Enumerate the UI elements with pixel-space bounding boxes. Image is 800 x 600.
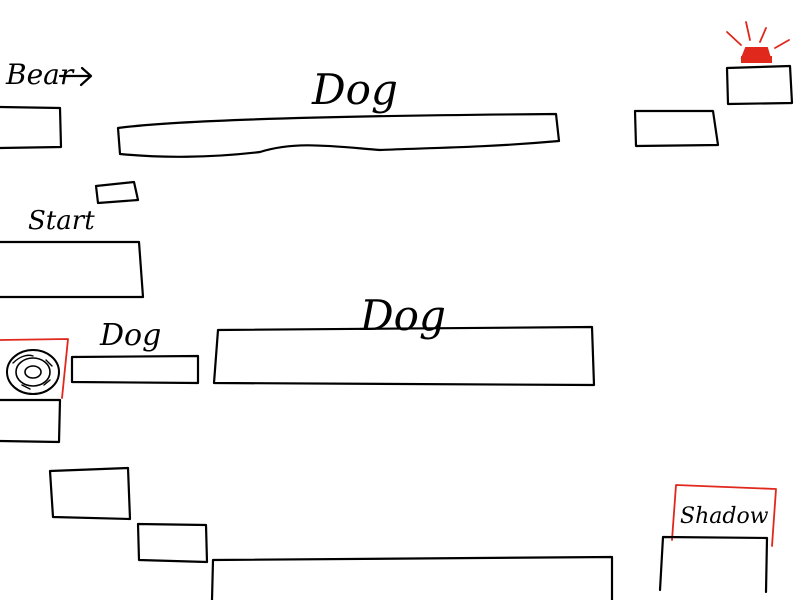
donut-ring-icon xyxy=(6,349,60,395)
arrow-right-icon xyxy=(58,66,93,87)
platform-start xyxy=(0,240,145,299)
dog-label-middle: Dog xyxy=(359,291,446,340)
platform-top-right xyxy=(633,109,720,148)
platform-bottom-floor xyxy=(210,555,614,600)
platform-dog-small xyxy=(70,354,200,385)
platform-shadow xyxy=(658,535,769,594)
siren-light-icon xyxy=(726,21,790,63)
dog-label-small: Dog xyxy=(99,318,161,353)
platform-top-left-ledge xyxy=(0,105,63,150)
platform-small-floating xyxy=(94,180,140,205)
shadow-label: Shadow xyxy=(680,504,769,529)
alarm-block xyxy=(725,64,794,106)
platform-stair-upper xyxy=(48,466,132,521)
start-label: Start xyxy=(28,206,95,236)
bear-label: Bear xyxy=(5,58,75,91)
platform-under-player xyxy=(0,398,62,444)
shadow-red-frame xyxy=(671,484,777,547)
platform-middle-long xyxy=(212,325,596,387)
player-red-frame xyxy=(0,338,69,399)
platform-stair-lower xyxy=(136,522,209,564)
platform-top-long xyxy=(116,112,561,158)
dog-label-top: Dog xyxy=(311,65,398,114)
